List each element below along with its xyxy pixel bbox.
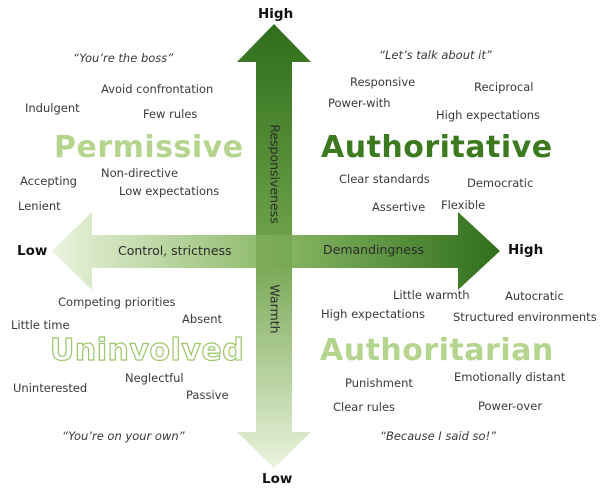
authoritative-trait: Democratic (467, 176, 534, 190)
uninvolved-trait: Neglectful (125, 371, 184, 385)
authoritative-trait: Flexible (441, 198, 486, 212)
authoritarian-trait: Emotionally distant (454, 370, 566, 384)
authoritarian-quote: “Because I said so!” (380, 429, 497, 443)
authoritarian-trait: Clear rules (333, 400, 396, 414)
authoritative-quote: “Let’s talk about it” (379, 48, 492, 62)
authoritarian-trait: Punishment (345, 376, 413, 390)
authoritarian-title: Authoritarian (320, 333, 554, 368)
permissive-trait: Non-directive (101, 166, 179, 180)
left-low-label: Low (17, 243, 48, 259)
authoritative-title: Authoritative (321, 130, 553, 165)
uninvolved-title: Uninvolved (49, 333, 245, 368)
demandingness-axis-label: Demandingness (323, 242, 424, 257)
uninvolved-trait: Little time (11, 318, 70, 332)
uninvolved-trait: Competing priorities (58, 295, 176, 309)
authoritarian-trait: Little warmth (393, 288, 470, 302)
permissive-title: Permissive (54, 130, 244, 165)
permissive-trait: Avoid confrontation (101, 82, 214, 96)
responsiveness-axis-label: Responsiveness (267, 124, 283, 224)
control-strictness-axis-label: Control, strictness (118, 243, 232, 258)
authoritarian-trait: Power-over (478, 399, 543, 413)
permissive-quote: “You’re the boss” (73, 51, 174, 65)
top-high-label: High (258, 6, 294, 22)
permissive-trait: Lenient (18, 199, 61, 213)
authoritarian-trait: Structured environments (453, 310, 597, 324)
permissive-trait: Few rules (143, 107, 198, 121)
authoritative-trait: Clear standards (339, 172, 430, 186)
uninvolved-quote: “You’re on your own” (62, 429, 185, 443)
permissive-trait: Low expectations (119, 184, 220, 198)
uninvolved-trait: Absent (182, 312, 223, 326)
authoritative-trait: Assertive (372, 200, 426, 214)
authoritarian-trait: Autocratic (505, 289, 564, 303)
right-high-label: High (508, 242, 544, 258)
bottom-low-label: Low (262, 471, 293, 487)
authoritarian-trait: High expectations (321, 307, 426, 321)
authoritative-trait: Power-with (328, 96, 391, 110)
permissive-trait: Indulgent (25, 101, 80, 115)
axis-crossing (256, 235, 292, 268)
authoritative-trait: Reciprocal (474, 80, 534, 94)
uninvolved-trait: Passive (186, 388, 229, 402)
authoritative-trait: Responsive (350, 75, 416, 89)
warmth-axis-label: Warmth (267, 284, 283, 334)
authoritative-trait: High expectations (436, 108, 541, 122)
permissive-trait: Accepting (20, 174, 77, 188)
uninvolved-trait: Uninterested (13, 381, 88, 395)
